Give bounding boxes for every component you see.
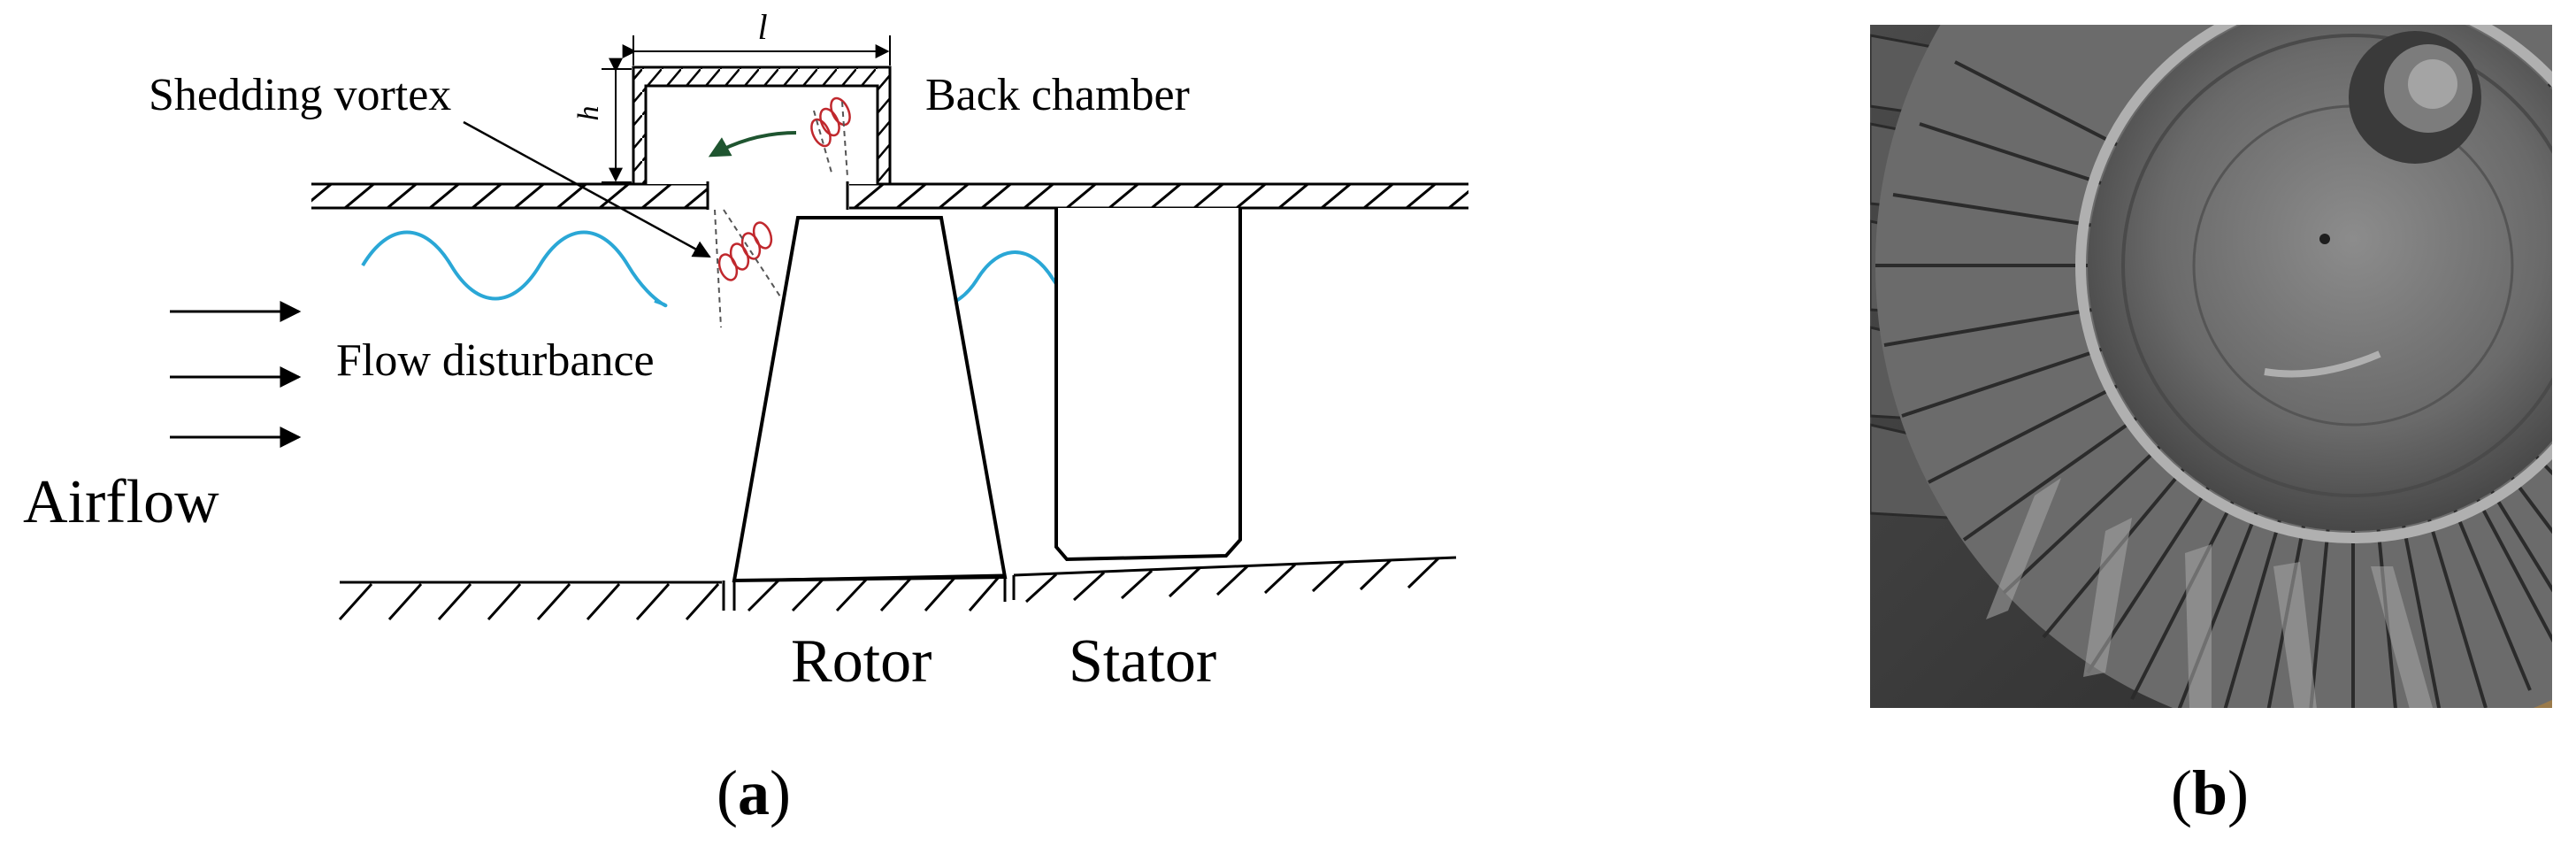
- rotor-label: Rotor: [791, 627, 932, 696]
- flow-disturbance-wave-left: [361, 230, 668, 308]
- hub-wall: [338, 556, 1457, 621]
- shedding-vortex-pointer: [463, 120, 711, 258]
- vortex-icon: [810, 96, 851, 148]
- shed-vortex-icon: [717, 221, 773, 281]
- rotor-blade: [732, 216, 1008, 583]
- turbine-photo: [1870, 25, 2552, 708]
- caption-a: (a): [717, 758, 791, 828]
- dimension-h-label: h: [572, 106, 605, 121]
- dimension-l: [622, 35, 891, 65]
- panel-a-diagram: l h: [23, 7, 1468, 828]
- flow-disturbance-label: Flow disturbance: [336, 335, 655, 386]
- airflow-arrows: [170, 301, 302, 448]
- stator-vane: [1054, 208, 1242, 562]
- back-chamber-label: Back chamber: [925, 70, 1190, 120]
- stator-label: Stator: [1069, 627, 1216, 696]
- airflow-label: Airflow: [23, 468, 219, 536]
- curved-arrow-icon: [708, 131, 797, 158]
- upper-casing-wall: [311, 182, 1468, 210]
- dimension-l-label: l: [757, 7, 767, 47]
- dimension-h: [602, 58, 632, 183]
- caption-b: (b): [2171, 758, 2249, 828]
- shedding-vortex-label: Shedding vortex: [149, 70, 451, 120]
